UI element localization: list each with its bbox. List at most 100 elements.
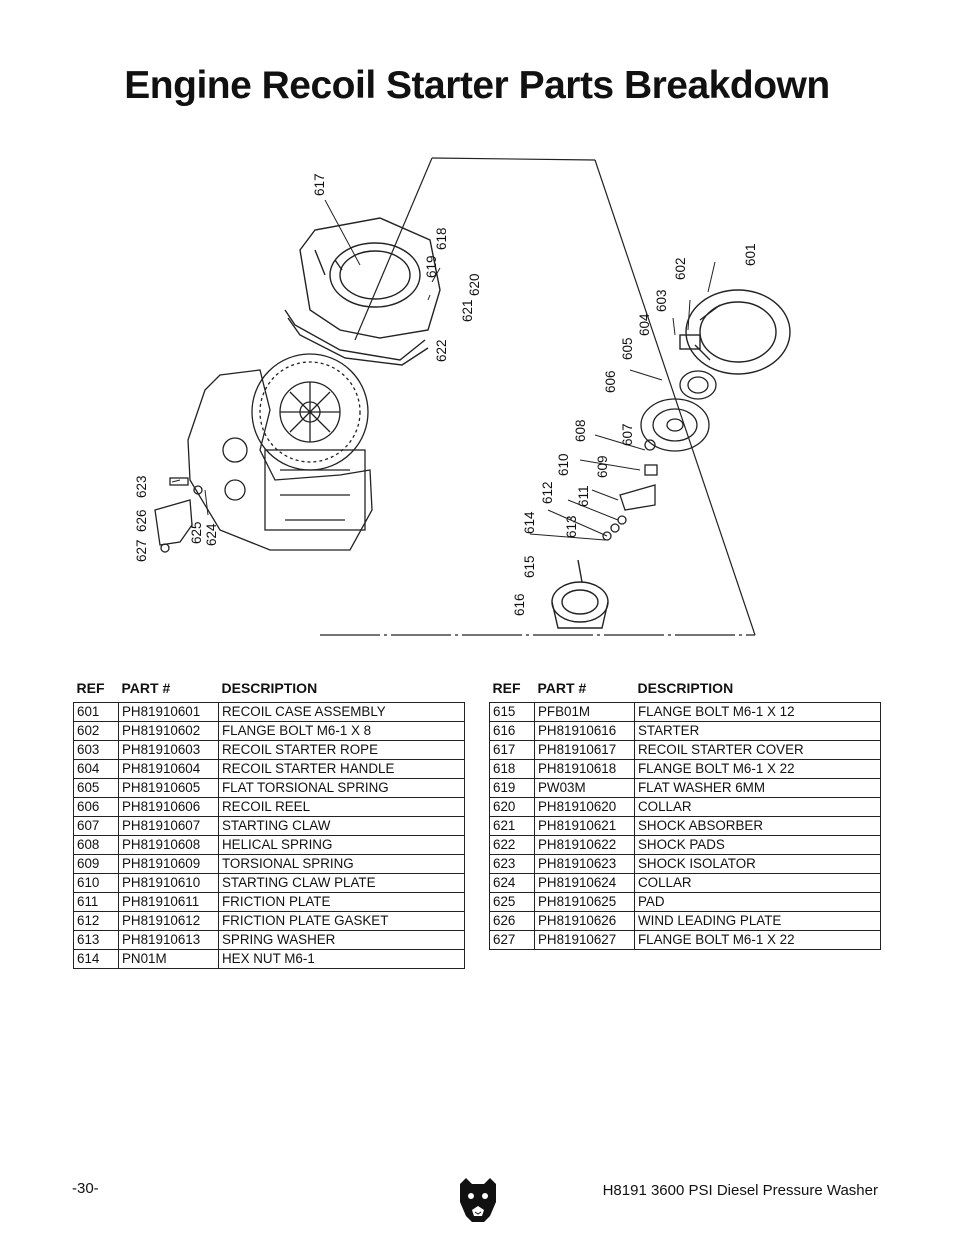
ref-cell: 626 [489,911,535,931]
callout-618: 618 [434,227,449,250]
header-description: DESCRIPTION [637,680,734,696]
description-cell: SHOCK ABSORBER [634,816,881,836]
part-number-cell: PH81910620 [534,797,635,817]
part-number-cell: PH81910604 [118,759,219,779]
callout-605: 605 [620,337,635,360]
callout-619: 619 [424,255,439,278]
description-cell: FLANGE BOLT M6-1 X 8 [218,721,465,741]
table-header-row: REF PART # DESCRIPTION [74,680,465,703]
ref-cell: 612 [73,911,119,931]
callout-613: 613 [564,515,579,538]
ref-cell: 613 [73,930,119,950]
callout-614: 614 [522,511,537,534]
description-cell: FRICTION PLATE GASKET [218,911,465,931]
ref-cell: 610 [73,873,119,893]
part-number-cell: PH81910606 [118,797,219,817]
callout-617: 617 [312,173,327,196]
ref-cell: 623 [489,854,535,874]
part-number-cell: PH81910613 [118,930,219,950]
description-cell: FLAT WASHER 6MM [634,778,881,798]
ref-cell: 611 [73,892,119,912]
ref-cell: 609 [73,854,119,874]
ref-cell: 608 [73,835,119,855]
callout-601: 601 [743,243,758,266]
ref-cell: 616 [489,721,535,741]
part-number-cell: PH81910618 [534,759,635,779]
ref-cell: 607 [73,816,119,836]
callout-610: 610 [556,453,571,476]
callout-621: 621 [460,299,475,322]
ref-cell: 601 [73,702,119,722]
ref-cell: 621 [489,816,535,836]
ref-cell: 605 [73,778,119,798]
description-cell: FLANGE BOLT M6-1 X 12 [634,702,881,722]
part-number-cell: PH81910608 [118,835,219,855]
recoil-case-drawing [679,289,791,375]
header-ref: REF [492,680,521,696]
shock-isolator-drawing [154,477,203,553]
part-number-cell: PFB01M [534,702,635,722]
ref-cell: 627 [489,930,535,950]
callout-620: 620 [467,273,482,296]
part-number-cell: PH81910622 [534,835,635,855]
callout-611: 611 [576,485,591,507]
ref-cell: 606 [73,797,119,817]
description-cell: COLLAR [634,873,881,893]
part-number-cell: PH81910605 [118,778,219,798]
part-number-cell: PH81910627 [534,930,635,950]
part-number-cell: PH81910610 [118,873,219,893]
callout-612: 612 [540,481,555,504]
diagram-boundary [320,157,756,636]
part-number-cell: PH81910603 [118,740,219,760]
callout-607: 607 [620,423,635,446]
ref-cell: 614 [73,949,119,969]
description-cell: SPRING WASHER [218,930,465,950]
header-description: DESCRIPTION [221,680,318,696]
description-cell: STARTING CLAW [218,816,465,836]
leader-lines [171,199,716,541]
ref-cell: 620 [489,797,535,817]
recoil-starter-cover-drawing [284,217,441,366]
recoil-reel-drawing [602,370,717,541]
page-title: Engine Recoil Starter Parts Breakdown [124,64,830,107]
description-cell: TORSIONAL SPRING [218,854,465,874]
description-cell: HEX NUT M6-1 [218,949,465,969]
part-number-cell: PN01M [118,949,219,969]
ref-cell: 615 [489,702,535,722]
callout-602: 602 [673,257,688,280]
description-cell: COLLAR [634,797,881,817]
part-number-cell: PW03M [534,778,635,798]
starter-pulley-drawing [551,559,609,629]
header-part: PART # [537,680,587,696]
ref-cell: 617 [489,740,535,760]
description-cell: FRICTION PLATE [218,892,465,912]
description-cell: SHOCK ISOLATOR [634,854,881,874]
page-number: -30- [72,1180,99,1197]
description-cell: RECOIL STARTER ROPE [218,740,465,760]
part-number-cell: PH81910626 [534,911,635,931]
callout-623: 623 [134,475,149,498]
description-cell: RECOIL CASE ASSEMBLY [218,702,465,722]
description-cell: PAD [634,892,881,912]
description-cell: RECOIL REEL [218,797,465,817]
ref-cell: 624 [489,873,535,893]
part-number-cell: PH81910621 [534,816,635,836]
callout-627: 627 [134,539,149,562]
description-cell: FLANGE BOLT M6-1 X 22 [634,759,881,779]
